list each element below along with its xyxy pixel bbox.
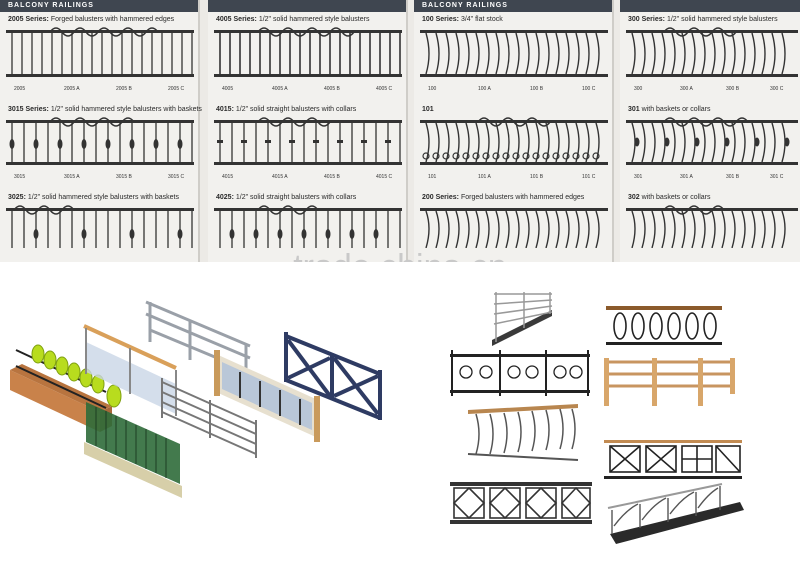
caption: 100 A bbox=[478, 86, 491, 92]
ornamental-oval-railing-model bbox=[606, 306, 722, 345]
railing-drawing-4025 bbox=[214, 205, 402, 248]
page-header bbox=[620, 0, 800, 12]
wood-frame-glass-railing-model bbox=[214, 350, 320, 442]
railing-drawing-3025 bbox=[6, 205, 194, 248]
series-title: 2005 Series: Forged balusters with hamme… bbox=[8, 16, 175, 23]
railing-drawing-100 bbox=[420, 30, 608, 77]
railing-drawing-302 bbox=[626, 205, 798, 248]
railing-models-illustration bbox=[0, 262, 800, 565]
caption: 2005 bbox=[14, 86, 26, 92]
scroll-panel-railing-model bbox=[450, 350, 590, 396]
railing-drawing-4015 bbox=[214, 117, 402, 165]
caption: 4015 bbox=[222, 174, 234, 180]
series-title: 300 Series: 1/2" solid hammered style ba… bbox=[628, 16, 778, 23]
geometric-panel-railing-model bbox=[604, 440, 742, 479]
page-header: BALCONY RAILINGS bbox=[0, 0, 198, 12]
railing-drawing-3015 bbox=[6, 117, 194, 165]
caption: 3015 bbox=[14, 174, 26, 180]
caption: 3015 B bbox=[116, 174, 132, 180]
railing-drawing-301 bbox=[626, 117, 798, 165]
caption: 4015 A bbox=[272, 174, 288, 180]
caption: 301 B bbox=[726, 174, 740, 180]
watermark: trade.china.cn bbox=[0, 248, 800, 262]
caption: 4005 C bbox=[376, 86, 393, 92]
catalog-page-3: BALCONY RAILINGS 100 Series: 3/4" flat s… bbox=[414, 0, 614, 262]
caption: 4015 B bbox=[324, 174, 340, 180]
caption: 2005 C bbox=[168, 86, 185, 92]
series-title: 4015: 1/2" solid straight balusters with… bbox=[216, 106, 357, 113]
railing-catalog-scan: BALCONY RAILINGS 2005 Series: Forged bal… bbox=[0, 0, 800, 262]
catalog-page-1: BALCONY RAILINGS 2005 Series: Forged bal… bbox=[0, 0, 202, 262]
caption: 300 B bbox=[726, 86, 740, 92]
series-title: 3015 Series: 1/2" solid hammered style b… bbox=[8, 106, 202, 113]
scroll-baluster-railing-model bbox=[467, 404, 579, 461]
caption: 4005 A bbox=[272, 86, 288, 92]
railing-drawing-101 bbox=[420, 117, 608, 165]
series-title: 100 Series: 3/4" flat stock bbox=[422, 16, 503, 23]
caption: 300 C bbox=[770, 86, 784, 92]
caption: 100 B bbox=[530, 86, 544, 92]
caption: 100 C bbox=[582, 86, 596, 92]
railing-drawing-4005 bbox=[214, 27, 402, 77]
arch-panel-railing-model bbox=[607, 483, 744, 544]
caption: 2005 B bbox=[116, 86, 132, 92]
series-title: 3025: 1/2" solid hammered style baluster… bbox=[8, 194, 179, 201]
caption: 301 A bbox=[680, 174, 693, 180]
caption: 300 A bbox=[680, 86, 693, 92]
railing-drawing-200 bbox=[420, 208, 608, 248]
caption: 4005 B bbox=[324, 86, 340, 92]
series-title: 4005 Series: 1/2" solid hammered style b… bbox=[216, 16, 370, 23]
steel-tube-railing-model bbox=[145, 300, 251, 380]
glass-panel-railing-model bbox=[83, 324, 177, 416]
cross-panel-railing-model bbox=[284, 332, 382, 420]
diamond-panel-railing-model bbox=[450, 482, 592, 524]
horizontal-bar-railing-model bbox=[161, 378, 257, 458]
railing-drawing-2005 bbox=[6, 27, 194, 77]
series-title: 4025: 1/2" solid straight balusters with… bbox=[216, 194, 357, 201]
series-title: 200 Series: Forged balusters with hammer… bbox=[422, 194, 585, 201]
catalog-page-4: 300 Series: 1/2" solid hammered style ba… bbox=[620, 0, 800, 262]
caption: 300 bbox=[634, 86, 643, 92]
caption: 3015 C bbox=[168, 174, 185, 180]
caption: 301 bbox=[634, 174, 643, 180]
series-title: 302 with baskets or collars bbox=[628, 194, 711, 201]
caption: 101 B bbox=[530, 174, 544, 180]
caption: 101 bbox=[428, 174, 437, 180]
caption: 100 bbox=[428, 86, 437, 92]
page-header bbox=[208, 0, 406, 12]
caption: 2005 A bbox=[64, 86, 80, 92]
series-title: 301 with baskets or collars bbox=[628, 106, 711, 113]
catalog-page-2: 4005 Series: 1/2" solid hammered style b… bbox=[208, 0, 408, 262]
mesh-fence-model bbox=[84, 402, 182, 498]
wood-post-railing-model bbox=[604, 358, 735, 406]
series-title: 101 bbox=[422, 106, 434, 113]
page-header: BALCONY RAILINGS bbox=[414, 0, 612, 12]
railing-drawing-300 bbox=[626, 27, 798, 77]
caption: 4005 bbox=[222, 86, 234, 92]
caption: 3015 A bbox=[64, 174, 80, 180]
caption: 301 C bbox=[770, 174, 784, 180]
caption: 101 A bbox=[478, 174, 491, 180]
cable-railing-model bbox=[492, 292, 553, 346]
planter-railing-model bbox=[10, 344, 122, 432]
caption: 4015 C bbox=[376, 174, 393, 180]
caption: 101 C bbox=[582, 174, 596, 180]
